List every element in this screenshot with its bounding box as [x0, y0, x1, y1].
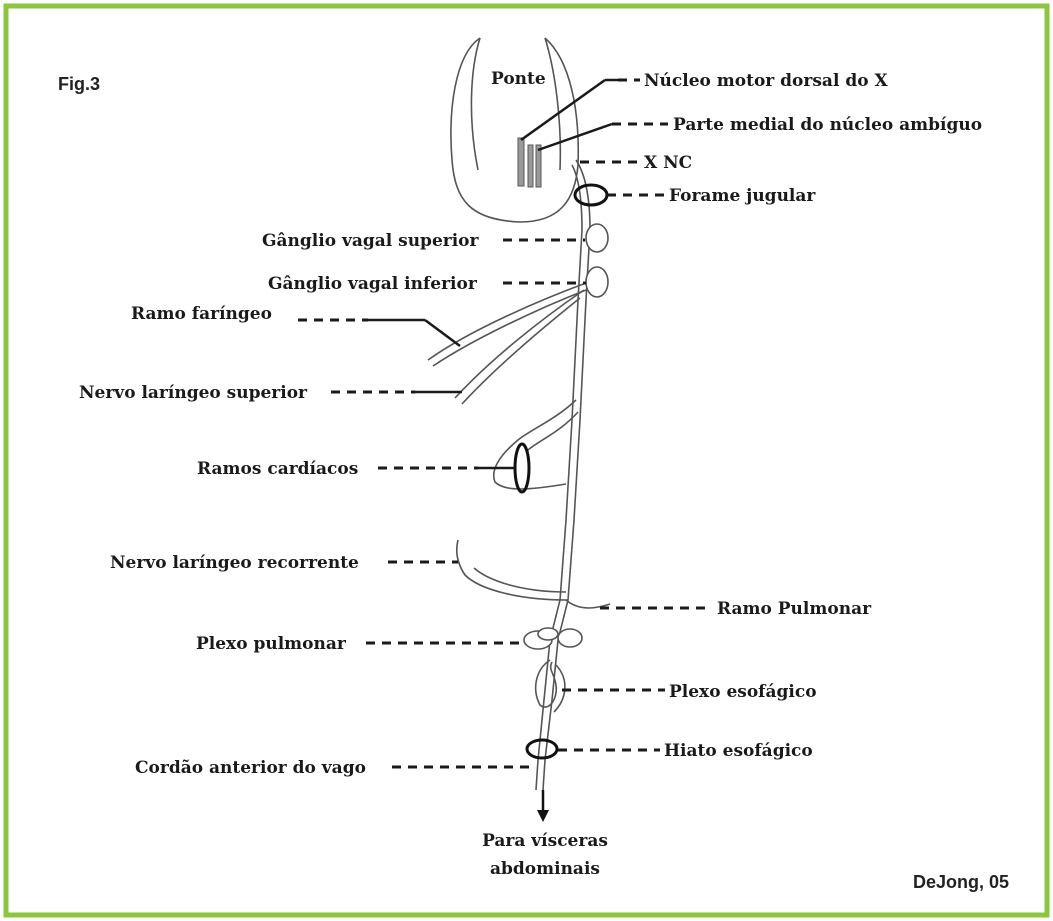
pulmonary-plexus-loop-2 [558, 629, 582, 647]
fig-label: Fig.3 [58, 74, 100, 94]
nucleus-motor-column [518, 138, 524, 186]
label-nucleo-ambiguo: Parte medial do núcleo ambíguo [673, 115, 982, 135]
nucleus-ambiguus-column-2 [536, 145, 541, 187]
pulmonary-plexus-loop-3 [538, 628, 558, 640]
label-ramo-pulmonar: Ramo Pulmonar [717, 599, 872, 619]
label-ponte: Ponte [491, 69, 546, 89]
label-plexo-esofagico: Plexo esofágico [669, 682, 817, 702]
label-ramos-cardiacos: Ramos cardíacos [197, 459, 358, 479]
label-xnc: X NC [644, 153, 692, 173]
label-plexo-pulmonar: Plexo pulmonar [196, 634, 347, 654]
superior-ganglion [586, 224, 608, 252]
label-nucleo-motor: Núcleo motor dorsal do X [644, 71, 888, 91]
credit-label: DeJong, 05 [913, 872, 1009, 892]
label-cordao-anterior: Cordão anterior do vago [135, 758, 366, 778]
label-laringeo-superior: Nervo laríngeo superior [79, 383, 308, 403]
label-ganglio-inferior: Gânglio vagal inferior [268, 274, 478, 294]
label-visceras-line1: Para vísceras [482, 831, 608, 851]
label-visceras-line2: abdominais [490, 859, 600, 879]
label-forame-jugular: Forame jugular [669, 186, 816, 206]
label-ramo-faringeo: Ramo faríngeo [131, 304, 272, 324]
label-ganglio-superior: Gânglio vagal superior [262, 231, 480, 251]
nucleus-ambiguus-column-1 [528, 145, 533, 187]
brainstem-pons [451, 38, 578, 222]
label-hiato-esofagico: Hiato esofágico [664, 741, 813, 761]
label-laringeo-recorrente: Nervo laríngeo recorrente [110, 553, 359, 573]
inferior-ganglion [586, 267, 608, 297]
